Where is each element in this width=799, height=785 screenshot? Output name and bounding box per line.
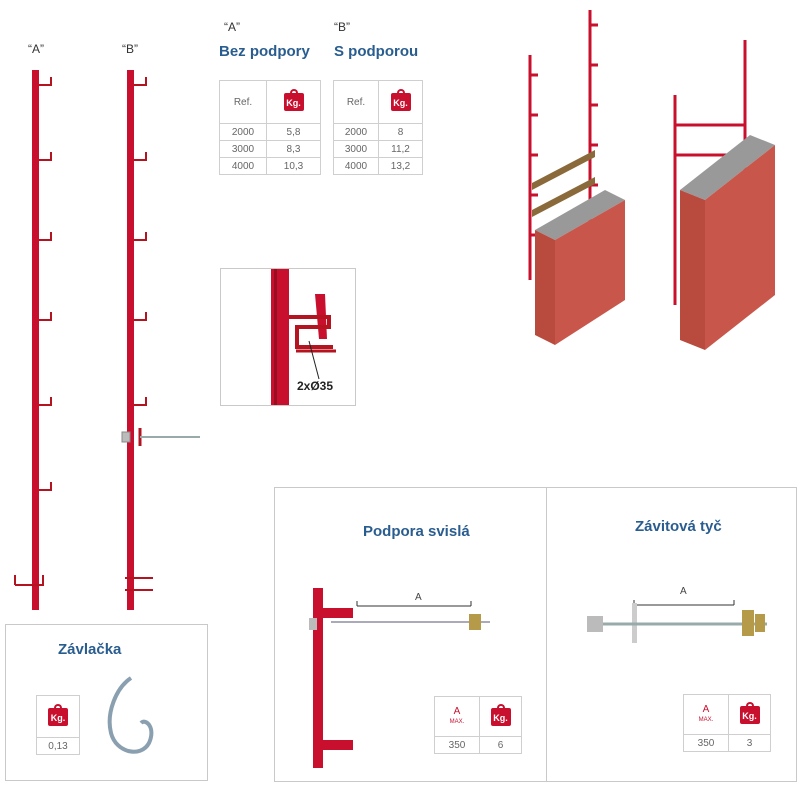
brick-wall-left [535, 190, 625, 345]
zavitova-kg-value: 3 [728, 734, 771, 752]
table-b-cell: 8 [378, 123, 423, 141]
table-b-cell: 4000 [333, 157, 379, 175]
weight-icon: Kg. [739, 701, 760, 724]
table-b-cell: 2000 [333, 123, 379, 141]
table-a-cell: 4000 [219, 157, 267, 175]
zavlacka-panel: Závlačka Kg. 0,13 [5, 624, 208, 781]
label-b-top: “B” [334, 20, 350, 34]
weight-icon: Kg. [283, 89, 304, 111]
clamp-detail-image [271, 269, 336, 405]
zavlacka-title: Závlačka [58, 641, 122, 658]
table-b-cell: 3000 [333, 140, 379, 158]
table-a-cell: 3000 [219, 140, 267, 158]
a-max-icon: A [453, 705, 461, 717]
podpora-title: Podpora svislá [363, 523, 470, 540]
table-a-cell: 2000 [219, 123, 267, 141]
zavitova-title: Závitová tyč [635, 518, 722, 535]
detail-label: 2xØ35 [297, 379, 334, 393]
podpora-a-value: 350 [434, 736, 480, 754]
table-b-cell: 13,2 [378, 157, 423, 175]
zavlacka-weight: 0,13 [36, 737, 80, 755]
weight-icon: Kg. [390, 89, 411, 111]
table-a-header-ref: Ref. [219, 80, 267, 124]
a-max-sub: MAX. [698, 716, 714, 723]
threaded-rod-image [587, 600, 767, 643]
post-b-image [121, 70, 200, 610]
podpora-dim-label: A [415, 592, 422, 603]
title-s-podporou: S podporou [334, 43, 419, 60]
weight-icon: Kg. [490, 703, 511, 726]
label-b-left: “B” [122, 42, 138, 56]
a-max-icon: A [702, 703, 710, 715]
wall-illustration [528, 10, 775, 350]
table-b-cell: 11,2 [378, 140, 423, 158]
guardrail-boards [532, 150, 595, 217]
a-max-sub: MAX. [449, 718, 465, 725]
table-a-cell: 5,8 [266, 123, 321, 141]
title-bez-podpory: Bez podpory [219, 43, 310, 60]
zavlacka-table: Kg. 0,13 [36, 695, 80, 755]
weight-icon: Kg. [48, 703, 68, 726]
podpora-kg-value: 6 [479, 736, 522, 754]
post-illustrations [14, 70, 200, 610]
label-a-left: “A” [28, 42, 44, 56]
label-a-top: “A” [224, 20, 240, 34]
podpora-image [309, 588, 490, 768]
detail-box: 2xØ35 [220, 268, 356, 406]
brick-wall-right [680, 135, 775, 350]
zavitova-dim-label: A [680, 586, 687, 597]
post-a-image [14, 70, 52, 610]
table-b-header-ref: Ref. [333, 80, 379, 124]
table-a-cell: 10,3 [266, 157, 321, 175]
table-a-cell: 8,3 [266, 140, 321, 158]
pin-image [107, 676, 154, 754]
zavitova-a-value: 350 [683, 734, 729, 752]
